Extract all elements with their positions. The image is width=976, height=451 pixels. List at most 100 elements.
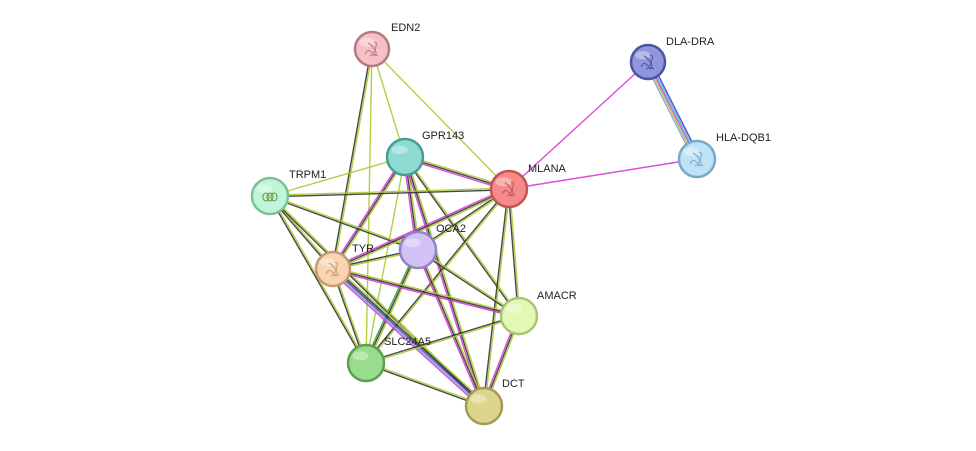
edge-mlana-tyr: [332, 186, 510, 272]
node-oca2[interactable]: OCA2: [398, 223, 466, 270]
node-highlight: [404, 238, 421, 248]
protein-structure-icon: [501, 181, 516, 197]
node-highlight: [359, 37, 375, 47]
node-circle[interactable]: [346, 343, 386, 383]
edge-evidence-line: [415, 250, 484, 407]
structure-ribbon: [689, 151, 704, 167]
node-highlight: [320, 257, 336, 267]
edge-evidence-line: [418, 248, 520, 316]
edge-evidence-line: [365, 363, 484, 408]
node-circle[interactable]: [489, 169, 529, 209]
edge-evidence-line: [332, 268, 485, 407]
edge-evidence-line: [366, 189, 511, 364]
node-highlight: [391, 145, 408, 155]
edge-evidence-line: [331, 48, 372, 269]
node-label: DLA-DRA: [666, 36, 715, 48]
protein-structure-icon: [364, 41, 379, 57]
node-mlana[interactable]: MLANA: [489, 163, 567, 209]
node-hla-dqb1[interactable]: HLA-DQB1: [677, 132, 771, 179]
node-label: DCT: [502, 378, 525, 390]
structure-ribbon: [640, 54, 655, 70]
node-trpm1[interactable]: TRPM1: [250, 169, 326, 216]
node-edn2[interactable]: EDN2: [353, 22, 420, 68]
protein-structure-icon: [325, 261, 340, 277]
edge-evidence-line: [331, 269, 484, 408]
helix-structure-icon: [262, 192, 278, 202]
edge-evidence-line: [403, 157, 519, 317]
node-label: TRPM1: [289, 169, 326, 181]
node-label: HLA-DQB1: [716, 132, 771, 144]
edge-hla-dqb1-mlana: [508, 158, 698, 190]
node-highlight: [470, 394, 487, 404]
structure-ribbon: [364, 41, 379, 57]
node-dct[interactable]: DCT: [464, 378, 525, 426]
edge-evidence-line: [482, 188, 509, 406]
edge-oca2-dct: [415, 249, 487, 407]
node-circle[interactable]: [499, 296, 539, 336]
node-dla-dra[interactable]: DLA-DRA: [629, 36, 715, 81]
edge-evidence-line: [365, 249, 419, 364]
node-circle[interactable]: [353, 30, 391, 68]
edge-evidence-line: [405, 156, 487, 406]
structure-ribbon: [325, 261, 340, 277]
edge-evidence-line: [332, 186, 509, 269]
node-label: EDN2: [391, 22, 420, 34]
node-highlight: [683, 147, 700, 157]
structure-ribbon: [501, 181, 516, 197]
edge-slc24a5-dct: [365, 361, 485, 408]
protein-structure-icon: [689, 151, 704, 167]
node-circle[interactable]: [677, 139, 717, 179]
edge-evidence-line: [417, 249, 485, 407]
node-highlight: [352, 351, 369, 361]
edge-trpm1-slc24a5: [268, 195, 368, 364]
edge-evidence-line: [332, 269, 519, 319]
edge-gpr143-trpm1: [269, 156, 406, 197]
edge-amacr-slc24a5: [365, 314, 520, 365]
edge-evidence-line: [366, 250, 421, 364]
node-amacr[interactable]: AMACR: [499, 290, 577, 336]
node-gpr143[interactable]: GPR143: [385, 130, 464, 177]
node-label: OCA2: [436, 223, 466, 235]
node-circle[interactable]: [629, 43, 667, 81]
edge-dla-dra-mlana: [508, 61, 649, 190]
edge-evidence-line: [332, 268, 520, 317]
edge-evidence-line: [331, 155, 405, 269]
edge-evidence-line: [332, 156, 406, 270]
edge-mlana-dct: [482, 188, 511, 407]
edge-mlana-amacr: [507, 188, 521, 317]
node-highlight: [256, 184, 273, 194]
edge-evidence-line: [363, 249, 418, 363]
node-label: AMACR: [537, 290, 577, 302]
node-tyr[interactable]: TYR: [314, 243, 374, 288]
edge-evidence-line: [404, 156, 485, 407]
node-slc24a5[interactable]: SLC24A5: [346, 336, 431, 383]
edge-oca2-amacr: [417, 248, 520, 318]
edge-trpm1-mlana: [269, 187, 510, 198]
helix-coil: [266, 192, 274, 202]
edge-evidence-line: [333, 157, 407, 271]
node-circle[interactable]: [464, 386, 504, 426]
node-label: GPR143: [422, 130, 464, 142]
edge-evidence-line: [508, 61, 649, 190]
edge-evidence-line: [364, 188, 509, 363]
edge-evidence-line: [366, 316, 520, 365]
node-highlight: [495, 177, 512, 187]
edge-edn2-slc24a5: [365, 48, 373, 364]
node-circle[interactable]: [314, 250, 352, 288]
edge-gpr143-dct: [402, 156, 487, 407]
edge-tyr-amacr: [332, 266, 520, 319]
edge-evidence-line: [269, 187, 509, 196]
edge-evidence-line: [270, 189, 510, 198]
edge-evidence-line: [334, 266, 487, 405]
node-label: TYR: [352, 243, 374, 255]
node-highlight: [635, 50, 651, 60]
edge-evidence-line: [417, 250, 519, 318]
edge-evidence-line: [333, 266, 520, 316]
edge-evidence-line: [405, 156, 521, 316]
edge-evidence-line: [268, 196, 366, 364]
node-circle[interactable]: [398, 230, 438, 270]
edge-evidence-line: [332, 188, 510, 270]
node-circle[interactable]: [385, 137, 425, 177]
node-circle[interactable]: [250, 176, 290, 216]
edge-evidence-line: [333, 49, 374, 270]
